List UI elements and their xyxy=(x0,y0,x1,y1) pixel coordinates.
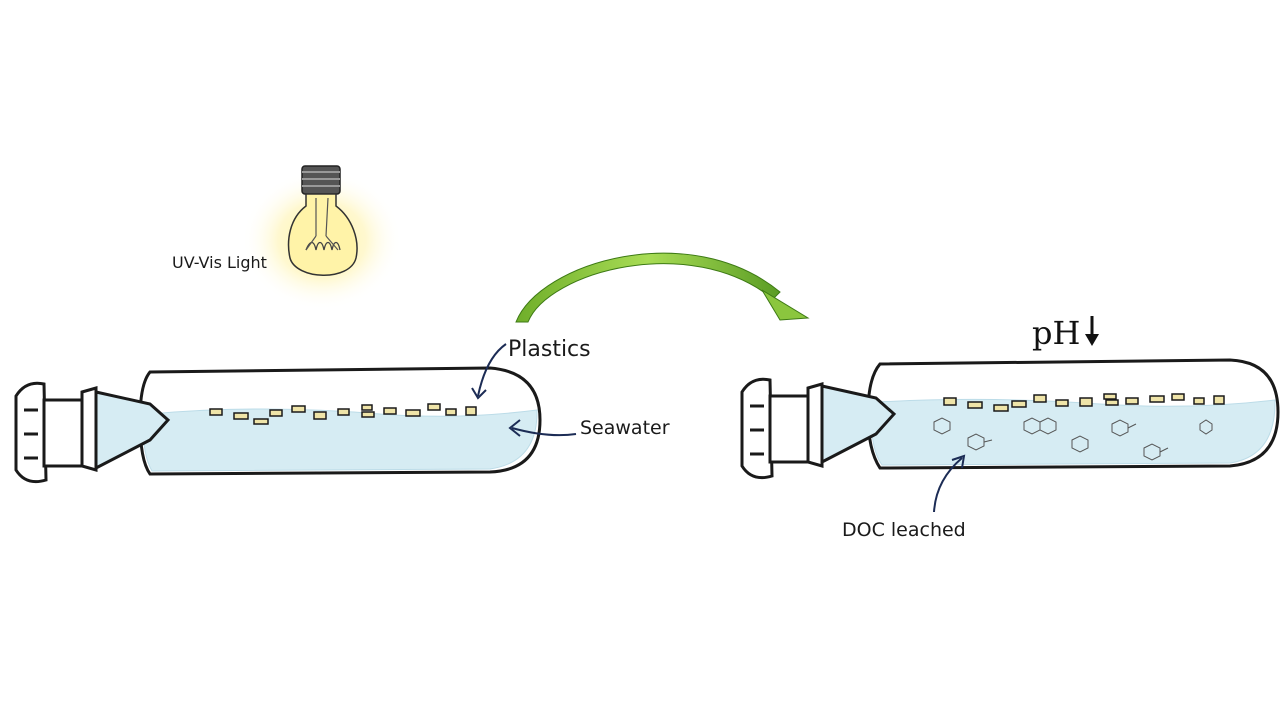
plastics-label: Plastics xyxy=(508,337,591,362)
light-bulb-icon xyxy=(242,165,402,310)
plastics-left xyxy=(209,403,477,425)
tube-before xyxy=(14,366,542,484)
seawater-label: Seawater xyxy=(580,417,670,439)
seawater-right xyxy=(870,398,1276,466)
doc-label: DOC leached xyxy=(842,519,966,541)
tube-cap-left xyxy=(14,381,98,484)
curved-arrow-icon xyxy=(515,252,810,323)
plastics-right xyxy=(943,393,1225,412)
doc-pointer-arrow xyxy=(933,457,963,513)
tube-cap-right xyxy=(740,377,824,480)
tube-after xyxy=(740,358,1280,480)
down-arrow-icon xyxy=(1085,316,1099,346)
plastics-pointer-arrow xyxy=(477,343,507,397)
light-label: UV-Vis Light xyxy=(172,253,267,272)
seawater-left xyxy=(142,408,538,472)
ph-label: pH xyxy=(1032,314,1080,352)
seawater-pointer-arrow xyxy=(511,427,577,437)
doc-molecules xyxy=(933,417,1213,461)
